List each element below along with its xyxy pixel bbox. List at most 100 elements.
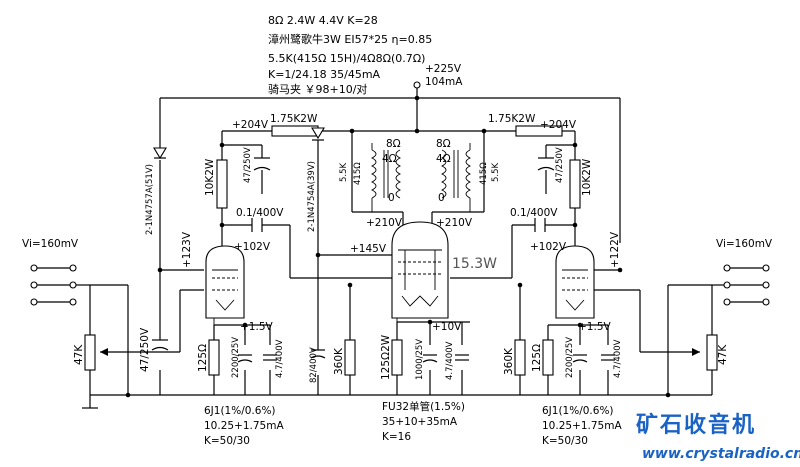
input-left-label: Vi=160mV [22,238,79,250]
b-plus-current: 104mA [425,76,463,88]
header-line-3: 5.5K(415Ω 15H)/4Ω8Ω(0.7Ω) [268,52,425,65]
cathode-cap-right-1: 2200/25V [565,337,588,378]
watermark: 矿石收音机 www.crystalradio.cn [636,412,800,462]
volume-pot-right: 47K [692,334,729,371]
output-cathode-cap-1: 1000/25V [415,339,438,380]
right-tap-4: 4Ω [436,153,451,165]
left-tube-note-3: K=50/30 [204,435,250,447]
dropper-left-label: 1.75K2W [270,113,318,125]
right-tube-note-3: K=50/30 [542,435,588,447]
output-cathode-cap-1-label: 1000/25V [415,339,425,380]
output-cathode-resistor-label: 125Ω2W [380,334,392,380]
cathode-cap-right-1-label: 2200/25V [565,337,575,378]
plate-resistor-right-label: 10K2W [581,158,593,196]
right-tap-8: 8Ω [436,138,451,150]
grid-resistor-left-label: 360K [333,347,345,375]
left-primary-dcr: 415Ω [353,162,363,185]
output-tube-note-2: 35+10+35mA [382,416,458,428]
cathode-cap-left-1-label: 2200/25V [231,337,241,378]
tube-left-plate-voltage: +102V [234,241,271,253]
notes-output-tube: FU32单管(1.5%) 35+10+35mA K=16 [382,400,465,443]
left-primary-impedance: 5.5K [339,162,349,182]
output-power-label: 15.3W [452,256,497,272]
grid-resistor-right: 360K [503,339,526,376]
screen-voltage: +145V [350,243,387,255]
input-terminals-left: Vi=160mV [22,238,90,306]
tube-output-fu32 [391,221,449,322]
plate-resistor-right: 10K2W [569,158,593,209]
cathode-resistor-right: 125Ω [531,339,554,376]
cathode-resistor-right-label: 125Ω [531,344,543,372]
cathode-cap-right-2-label: 4.7/400V [613,339,623,378]
tube-right-cathode-voltage: +1.5V [578,321,611,333]
dropper-resistor-left: 1.75K2W [270,113,319,137]
output-cathode-voltage: +10V [432,321,462,333]
right-supply-label: +122V [609,231,621,268]
decoupling-cap-right: 47/250V [537,147,565,183]
tube-left-6j1 [205,245,245,325]
left-tube-note-2: 10.25+1.75mA [204,420,284,432]
b-plus-supply: +225V 104mA [413,63,463,89]
left-tube-note-1: 6J1(1%/0.6%) [204,405,276,417]
input-right-label: Vi=160mV [716,238,773,250]
output-cathode-resistor: 125Ω2W [380,334,403,380]
notes-right-tube: 6J1(1%/0.6%) 10.25+1.75mA K=50/30 [542,405,622,447]
plate-resistor-left: 10K2W [204,158,228,209]
dropper-right-label: 1.75K2W [488,113,536,125]
coupling-cap-left: 0.1/400V [236,207,284,232]
decoupling-cap-left-label: 47/250V [243,147,253,183]
decoupling-cap-right-label: 47/250V [555,147,565,183]
junctions [125,95,671,398]
cathode-cap-left-2: 4.7/400V [263,339,285,378]
right-node-voltage: +204V [540,119,577,131]
watermark-url: www.crystalradio.cn [642,446,800,462]
plate-resistor-left-label: 10K2W [204,158,216,196]
coupling-cap-right: 0.1/400V [510,207,558,232]
wiring [82,88,713,409]
output-tube-note-3: K=16 [382,431,411,443]
grid-resistor-left: 360K [333,339,356,376]
volume-pot-left: 47K [73,334,108,371]
zener-output: 2-1N4754A(39V) [307,127,325,232]
left-tap-8: 8Ω [386,138,401,150]
filter-cap-left: 47/250V [139,327,169,372]
coupling-cap-left-label: 0.1/400V [236,207,284,219]
dropper-resistor-right: 1.75K2W [488,113,563,137]
left-node-voltage: +204V [232,119,269,131]
screen-cap: 82/400V [309,347,326,383]
right-primary-impedance: 5.5K [491,162,501,182]
cathode-cap-left-1: 2200/25V [231,337,253,378]
coupling-cap-right-label: 0.1/400V [510,207,558,219]
zener-left-label: 2-1N4757A(51V) [145,164,155,235]
notes-left-tube: 6J1(1%/0.6%) 10.25+1.75mA K=50/30 [204,405,284,447]
b-plus-terminal [413,81,421,89]
screen-cap-label: 82/400V [309,347,319,383]
left-tap-4: 4Ω [382,153,397,165]
header-line-2: 漳州鹭歌牛3W EI57*25 η=0.85 [268,32,432,46]
header-line-5: 骑马夹 ￥98+10/对 [268,82,367,96]
b-plus-voltage: +225V [425,63,462,75]
output-transformer-left: 5.5K 415Ω 8Ω 4Ω 0 [339,138,402,212]
watermark-brand: 矿石收音机 [636,412,756,438]
grid-resistor-right-label: 360K [503,347,515,375]
cathode-cap-right-2: 4.7/400V [601,339,623,378]
left-tap-0: 0 [388,192,395,204]
tube-right-6j1 [555,245,595,319]
output-cathode-cap-2-label: 4.7/400V [445,341,455,380]
left-supply-label: +123V [181,231,193,268]
right-primary-dcr: 415Ω [479,162,489,185]
tube-right-plate-voltage: +102V [530,241,567,253]
input-terminals-right: Vi=160mV [712,238,773,306]
plate-voltage-right: +210V [436,217,473,229]
cathode-resistor-left: 125Ω [197,339,220,376]
output-tube-note-1: FU32单管(1.5%) [382,400,465,413]
right-tube-note-1: 6J1(1%/0.6%) [542,405,614,417]
volume-pot-left-label: 47K [73,344,85,365]
volume-pot-right-label: 47K [717,344,729,365]
header-notes: 8Ω 2.4W 4.4V K=28 漳州鹭歌牛3W EI57*25 η=0.85… [268,14,432,96]
decoupling-cap-left: 47/250V [243,147,271,183]
right-tube-note-2: 10.25+1.75mA [542,420,622,432]
filter-cap-left-label: 47/250V [139,327,151,372]
output-transformer-right: 8Ω 4Ω 0 415Ω 5.5K [436,138,501,212]
zener-left: 2-1N4757A(51V) [145,147,167,235]
